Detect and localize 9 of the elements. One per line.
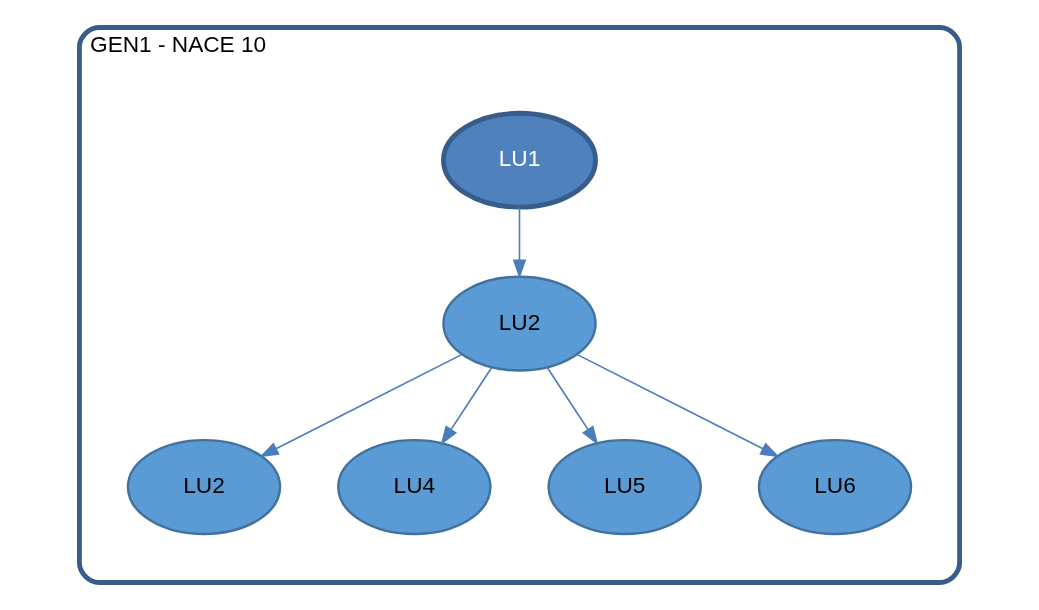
arrow: [576, 353, 780, 458]
arrow: [512, 206, 527, 279]
arrow: [259, 353, 463, 458]
arrow: [546, 366, 599, 446]
node-ellipse: LU5: [547, 438, 702, 536]
arrow: [440, 366, 493, 446]
node-ellipse: LU2: [442, 275, 597, 372]
node-ellipse: LU1: [441, 110, 598, 210]
node-ellipse: LU4: [337, 438, 492, 536]
